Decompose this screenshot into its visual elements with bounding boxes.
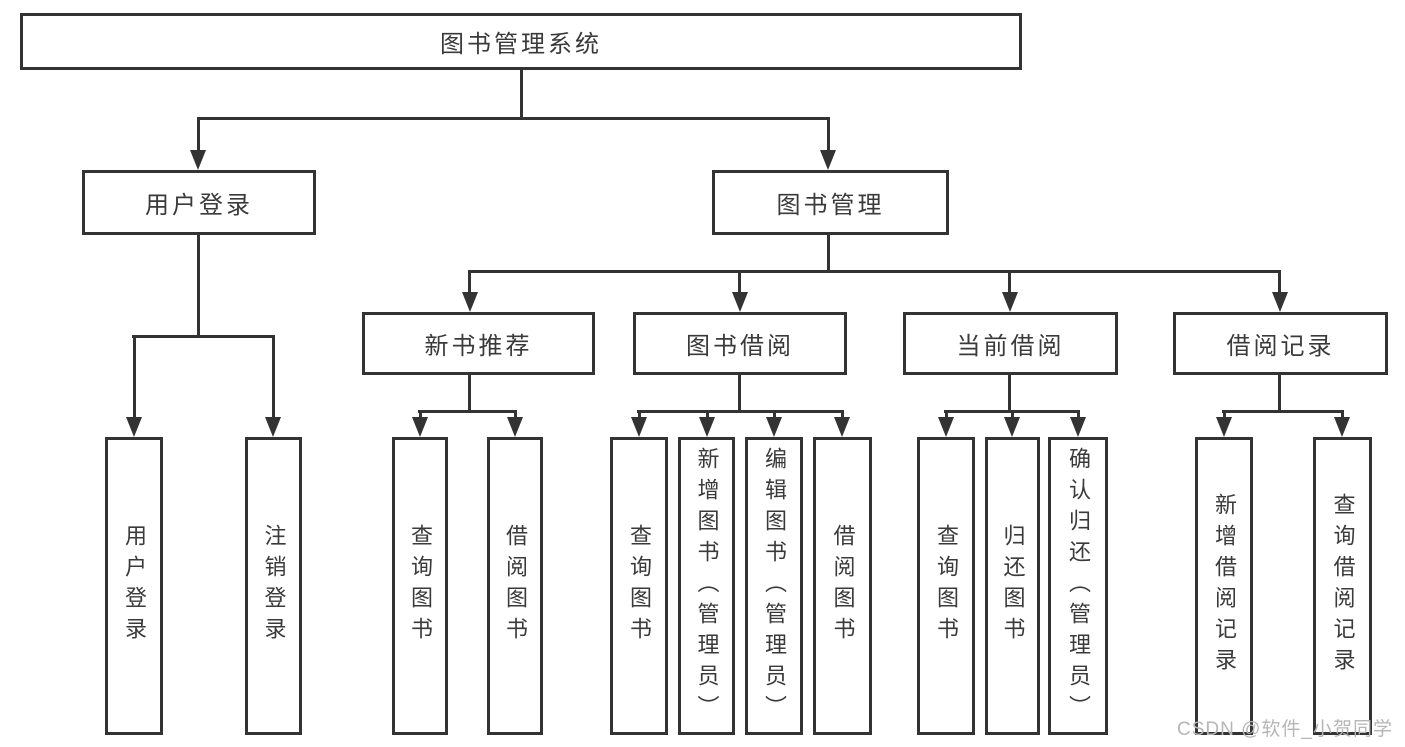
node-leaf-query-book-3: 查询图书 [917,437,975,735]
connector-drop-leaf-logout [272,335,275,419]
connector-book-borrow-branch [637,410,844,413]
node-label: 当前借阅 [956,333,1065,360]
connector-drop-leaf [419,410,422,420]
arrow-down-icon [732,292,748,312]
node-label: 用户登录 [145,192,253,219]
connector-user-login-stem [197,235,200,336]
connector-drop-leaf [1011,410,1014,420]
arrow-down-icon [1334,417,1350,437]
node-leaf-add-book-admin: 新增图书（管理员） [678,437,735,735]
node-label: 归还图书 [1000,524,1026,648]
arrow-down-icon [412,417,428,437]
connector-drop-leaf [706,410,709,420]
node-label: 图书管理 [776,192,885,219]
node-book-borrow: 图书借阅 [633,312,847,375]
node-label: 用户登录 [122,524,147,648]
connector-drop-leaf-user-login [133,335,136,419]
connector-drop-leaf [1077,410,1080,420]
arrow-down-icon [699,417,715,437]
connector-drop-leaf [514,410,517,420]
connector-borrow-records-branch [1222,410,1344,413]
arrow-down-icon [820,150,836,170]
node-label: 借阅图书 [503,524,528,648]
node-label: 借阅图书 [830,524,856,648]
node-label: 查询借阅记录 [1330,493,1356,679]
node-leaf-user-login: 用户登录 [105,437,163,735]
node-leaf-borrow-book-2: 借阅图书 [813,437,872,735]
node-root-label: 图书管理系统 [440,31,602,58]
node-leaf-query-book-2: 查询图书 [610,437,668,735]
connector-drop-leaf [638,410,641,420]
node-root: 图书管理系统 [20,13,1022,70]
connector-drop-user-login [197,117,200,155]
node-new-book-recommend: 新书推荐 [362,312,595,375]
connector-new-book-branch [418,410,517,413]
node-label: 注销登录 [261,524,287,648]
arrow-down-icon [938,417,954,437]
node-leaf-logout: 注销登录 [245,437,302,735]
arrow-down-icon [1002,292,1018,312]
node-label: 查询图书 [627,524,652,648]
node-label: 新增借阅记录 [1212,493,1237,679]
arrow-down-icon [507,417,523,437]
connector-book-management-stem [827,235,830,272]
node-leaf-borrow-book-1: 借阅图书 [487,437,543,735]
arrow-down-icon [462,292,478,312]
connector-new-book-stem [468,375,471,412]
arrow-down-icon [1070,417,1086,437]
node-user-login: 用户登录 [82,170,316,235]
arrow-down-icon [190,150,206,170]
arrow-down-icon [126,417,142,437]
arrow-down-icon [265,417,281,437]
connector-drop-leaf [945,410,948,420]
connector-drop-book-borrow [738,270,741,296]
arrow-down-icon [1272,292,1288,312]
arrow-down-icon [631,417,647,437]
node-label: 借阅记录 [1226,333,1335,360]
node-current-borrow: 当前借阅 [903,312,1118,375]
connector-root-branch [197,117,830,120]
csdn-watermark: CSDN @软件_小贺同学 [1177,719,1393,740]
node-leaf-query-book-1: 查询图书 [392,437,448,735]
node-leaf-confirm-return-admin: 确认归还（管理员） [1048,437,1108,735]
arrow-down-icon [1216,417,1232,437]
connector-book-borrow-stem [738,375,741,412]
node-label: 确认归还（管理员） [1066,446,1091,726]
node-borrow-records: 借阅记录 [1173,312,1388,375]
connector-drop-leaf [1341,410,1344,420]
node-label: 查询图书 [408,524,433,648]
connector-drop-new-book [468,270,471,296]
arrow-down-icon [766,417,782,437]
node-label: 图书借阅 [686,333,794,360]
node-leaf-edit-book-admin: 编辑图书（管理员） [745,437,803,735]
connector-drop-book-management [827,117,830,155]
node-label: 编辑图书（管理员） [762,446,787,726]
connector-user-login-branch [132,335,274,338]
connector-book-management-branch [469,270,1281,273]
connector-drop-leaf [841,410,844,420]
arrow-down-icon [834,417,850,437]
connector-current-borrow-stem [1008,375,1011,412]
connector-drop-leaf [1223,410,1226,420]
connector-root-stem [520,70,523,118]
node-book-management: 图书管理 [712,170,949,235]
arrow-down-icon [1004,417,1020,437]
node-leaf-query-borrow-record: 查询借阅记录 [1313,437,1372,735]
connector-borrow-records-stem [1278,375,1281,412]
node-label: 查询图书 [934,524,959,648]
node-label: 新增图书（管理员） [694,446,720,726]
node-leaf-return-book: 归还图书 [985,437,1040,735]
node-leaf-add-borrow-record: 新增借阅记录 [1195,437,1253,735]
connector-drop-current-borrow [1008,270,1011,296]
connector-drop-leaf [773,410,776,420]
node-label: 新书推荐 [424,333,533,360]
connector-drop-borrow-records [1278,270,1281,296]
